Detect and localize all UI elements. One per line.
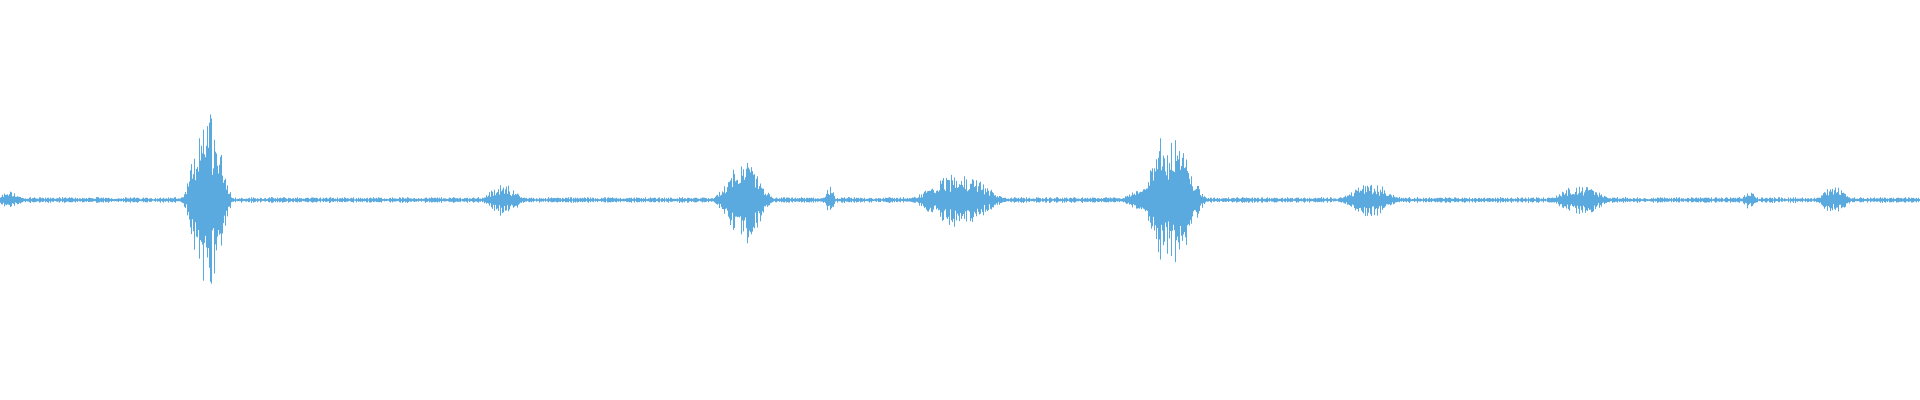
waveform-bars [0, 114, 1920, 284]
waveform-path [0, 114, 1920, 284]
